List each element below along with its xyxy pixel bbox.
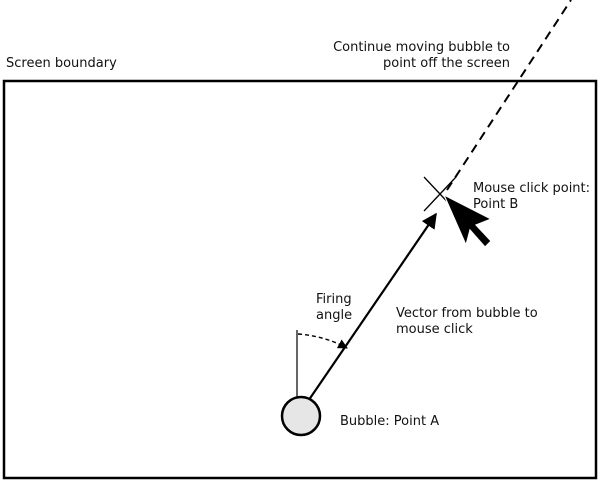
firing-angle-label-line2: angle [316,308,352,323]
firing-angle-arc [297,333,348,349]
mouse-cursor-icon [442,193,493,248]
continue-label-line2: point off the screen [383,56,510,71]
continuation-dashed-line [446,0,572,191]
mouse-click-label-line1: Mouse click point: [473,181,590,196]
vector-label-line1: Vector from bubble to [396,306,538,321]
bubble-circle [280,395,322,437]
continue-label-line1: Continue moving bubble to [333,40,510,55]
screen-boundary-rect [2,79,598,480]
vector-label-line2: mouse click [396,322,473,337]
vector-arrow [301,212,437,411]
firing-angle-label-line1: Firing [316,292,352,307]
screen-boundary-label: Screen boundary [6,56,117,71]
mouse-click-label-line2: Point B [473,197,518,212]
bubble-label: Bubble: Point A [340,414,439,429]
